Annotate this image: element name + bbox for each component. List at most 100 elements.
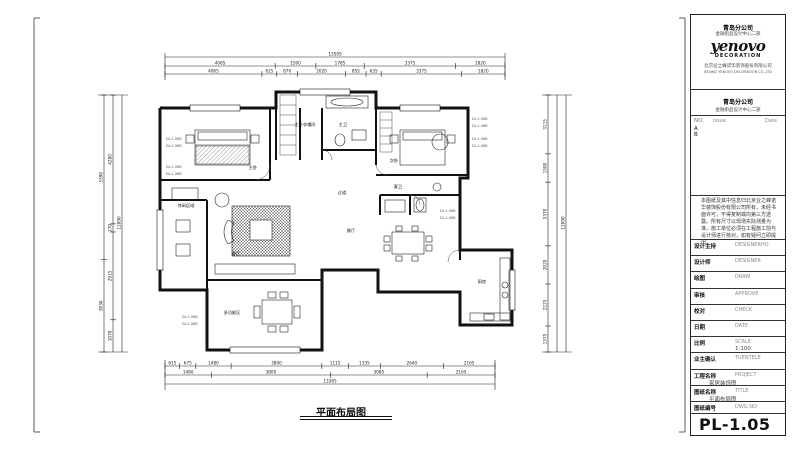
svg-text:DL-1.06B: DL-1.06B [182,315,198,319]
room-label-living: 客厅 [232,250,240,257]
copyright-note: 本图纸及其中信息归北京业之峰诺华装饰股份有限公司所有，未经书面许可，不得复制或向… [701,198,777,246]
field-label: 设计师 [694,260,711,267]
dimension-label: 2165 [456,370,467,375]
svg-text:DL-1.06B: DL-1.06B [440,209,456,213]
dimension-label: 3375 [416,69,427,74]
field-value: 1:100 [735,346,751,353]
dimension-label: 2915 [108,270,113,281]
dimension-label: 4065 [215,61,226,66]
subcompany-name: 金融街品设计中心二部 [715,32,761,37]
field-label-en: TITLE [735,387,749,394]
yenovo-logo: yenovo [710,37,766,55]
dimension-label: 2165 [464,361,475,366]
dimension-label: 635 [370,69,378,74]
dimension-label: 1500 [290,61,301,66]
dimension-label: 2225 [543,299,548,310]
dimension-label: 2020 [316,69,327,74]
plan-title: 平面布局图 [316,408,366,419]
dimension-label: 3800 [271,361,282,366]
dimension-label: 1500 [543,162,548,173]
dimension-label: 3375 [405,61,416,66]
title-block-row [691,384,785,386]
dimension-label: 4065 [208,69,219,74]
company-full: 北京业之峰诺华装饰股份有限公司 [704,64,772,69]
title-block-row [691,303,785,305]
svg-text:DL-1.06B: DL-1.06B [440,216,456,220]
dimension-label: 675 [184,361,192,366]
title-block-row [691,255,785,257]
company-name: 青岛分公司 [722,25,753,32]
svg-text:DL-1.06B: DL-1.06B [166,165,182,169]
field-label: 图纸名称 [694,389,717,396]
dimension-label: 1115 [330,361,341,366]
dimension-label: 1820 [475,61,486,66]
dimension-label: 1785 [335,61,346,66]
dimension-label: 870 [283,69,291,74]
dimension-total-left: 12890 [117,216,122,230]
title-block-row [691,271,785,273]
svg-text:DL-1.06B: DL-1.06B [472,117,488,121]
dimension-label: 270 [108,224,113,232]
room-label-study: 休闲区域 [178,202,196,209]
svg-text:DL-1.06B: DL-1.06B [166,144,182,148]
dimension-label: 625 [265,69,273,74]
revision-mark-a: A [694,126,698,132]
room-label-dining: 餐厅 [347,227,355,234]
title-underline-2 [300,419,392,420]
title-block: 青岛分公司 金融街品设计中心二部 yenovo DECORATION 北京业之峰… [690,14,786,436]
field-label: 绘图 [694,276,706,283]
field-label: 工程名称 [694,373,717,380]
dimension-label: 1480 [208,361,219,366]
field-label-en: DESIGNERHO [735,242,769,248]
title-block-row [691,368,785,370]
field-label-en: APPROVE [735,290,759,297]
svg-text:DL-1.06B: DL-1.06B [166,137,182,141]
dimension-label: 3030 [99,300,104,311]
svg-text:DL-1.06B: DL-1.06B [472,144,488,148]
field-label-en: DATE [735,323,749,329]
title-block-row [691,287,785,289]
svg-text:DL-1.06B: DL-1.06B [472,137,488,141]
dimension-label: 3800 [266,370,277,375]
company-eng: BEIJING YENOVO DECORATION CO.,LTD [704,70,772,74]
drawing-number: PL-1.05 [699,415,771,434]
field-label-en: CHECK [735,306,753,313]
dimension-label: 2020 [543,259,548,270]
dimension-total-right: 12890 [561,216,566,230]
dimension-label: 1375 [543,333,548,344]
revision-no-label: NO. [694,118,704,124]
room-label-public-bath: 客卫 [394,183,402,190]
dimension-label: 615 [168,361,176,366]
subcompany-name-2: 金融街品设计中心二部 [715,108,761,113]
room-label-balcony: 多功能区 [224,309,241,316]
field-value: 家居装饰图 [709,380,737,387]
field-label: 审核 [694,292,706,299]
field-label: 设计主持 [694,244,717,250]
room-label-corridor: 过道 [338,189,347,196]
field-label-en: TUENTELE [735,355,761,362]
dimension-label: 5390 [99,172,104,183]
dimension-label: 2640 [406,361,417,366]
dimension-label: 3370 [543,208,548,219]
field-label: 图纸编号 [694,406,717,412]
dimension-label: 3115 [543,119,548,130]
title-block-row [691,336,785,338]
room-label-bath: 主卫 [339,121,347,127]
revision-issue-label: Issue [713,118,726,124]
revision-date-label: Date [765,118,777,124]
room-label-guest-bedroom: 次卧 [390,157,398,164]
field-label-en: DWG.NO [735,404,757,410]
dimension-total-top: 13505 [328,52,342,57]
svg-text:DL-1.06B: DL-1.06B [166,172,182,176]
revision-mark-b: B [694,132,698,138]
dimension-label: 1335 [359,361,370,366]
field-label-en: PROJECT [735,371,757,378]
dimension-label: 3085 [373,370,384,375]
field-label: 比例 [694,341,706,348]
room-label-master-bedroom: 主卧 [249,164,257,171]
field-label: 业主确认 [694,357,717,364]
svg-text:DL-1.06B: DL-1.06B [182,322,198,326]
company-name-2: 青岛分公司 [722,99,753,106]
